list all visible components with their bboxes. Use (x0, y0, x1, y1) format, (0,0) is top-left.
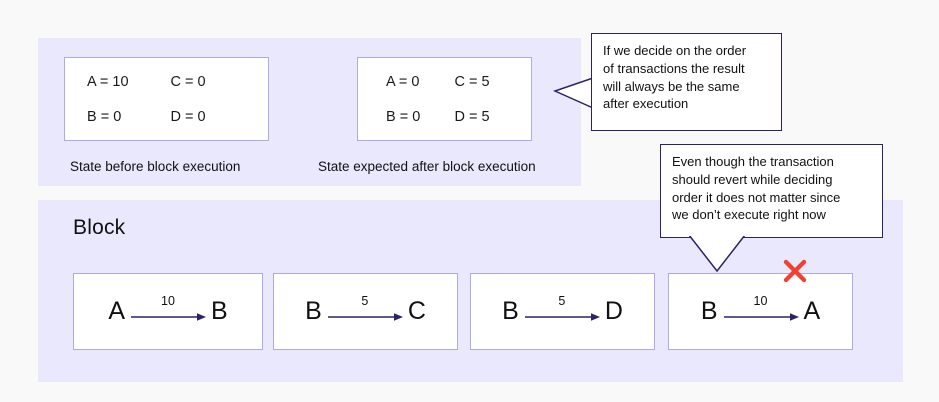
state-before-cell-a: A = 10 (87, 73, 129, 90)
transfer-arrow: 10 (722, 293, 800, 329)
transaction-from: A (108, 297, 125, 325)
transaction-content: B 5 C (274, 274, 457, 349)
state-box-after: A = 0 C = 5 B = 0 D = 5 (357, 57, 532, 141)
transaction-amount: 5 (361, 293, 369, 308)
state-after-caption: State expected after block execution (318, 159, 536, 174)
transaction-from: B (502, 297, 519, 325)
callout-line: after execution (603, 96, 689, 112)
callout-line: will always be the same (603, 78, 740, 94)
transaction-box[interactable]: B 10 A (668, 273, 853, 350)
transaction-box[interactable]: B 5 C (273, 273, 458, 350)
state-before-caption: State before block execution (70, 159, 241, 174)
callout-line: Even though the transaction (672, 154, 834, 169)
callout-line: of transactions the result (603, 60, 745, 76)
state-before-grid: A = 10 C = 0 B = 0 D = 0 (65, 58, 268, 140)
transaction-to: B (211, 297, 228, 325)
transaction-content: B 5 D (471, 274, 654, 349)
transaction-from: B (305, 297, 322, 325)
callout-revert-note-box: Even though the transaction should rever… (660, 144, 883, 238)
arrow-right-icon (327, 312, 403, 321)
state-box-before: A = 10 C = 0 B = 0 D = 0 (64, 57, 269, 141)
state-before-cell-c: C = 0 (170, 73, 206, 90)
state-after-cell-c: C = 5 (454, 73, 490, 90)
block-title: Block (73, 216, 126, 239)
transfer-arrow: 5 (326, 293, 404, 329)
callout-line: we don’t execute right now (672, 207, 826, 223)
state-after-cell-d: D = 5 (454, 108, 490, 125)
callout-order-result-box: If we decide on the order of transaction… (591, 33, 782, 131)
arrow-right-icon (524, 312, 600, 321)
state-before-cell-b: B = 0 (87, 108, 122, 125)
callout-line: should revert while deciding (672, 171, 833, 187)
state-after-cell-b: B = 0 (386, 108, 421, 125)
transaction-content: B 10 A (669, 274, 852, 349)
state-before-cell-d: D = 0 (170, 108, 206, 125)
transaction-amount: 10 (161, 293, 175, 308)
callout-line: order it does not matter since (672, 189, 841, 205)
transfer-arrow: 5 (523, 293, 601, 329)
transaction-to: A (803, 297, 821, 325)
arrow-right-icon (723, 312, 799, 321)
transfer-arrow: 10 (129, 293, 207, 329)
transaction-amount: 5 (558, 293, 566, 308)
callout-line: If we decide on the order (603, 43, 747, 58)
transaction-box[interactable]: B 5 D (470, 273, 655, 350)
transaction-to: C (407, 297, 426, 325)
transaction-from: B (700, 297, 718, 325)
transaction-to: D (604, 297, 623, 325)
callout-tail-down-icon (687, 231, 747, 273)
transaction-amount: 10 (753, 293, 768, 308)
red-x-icon (783, 259, 807, 283)
transaction-content: A 10 B (74, 274, 262, 349)
arrow-right-icon (131, 312, 206, 321)
state-after-cell-a: A = 0 (386, 73, 420, 90)
state-after-grid: A = 0 C = 5 B = 0 D = 5 (358, 58, 531, 140)
transaction-box[interactable]: A 10 B (73, 273, 263, 350)
